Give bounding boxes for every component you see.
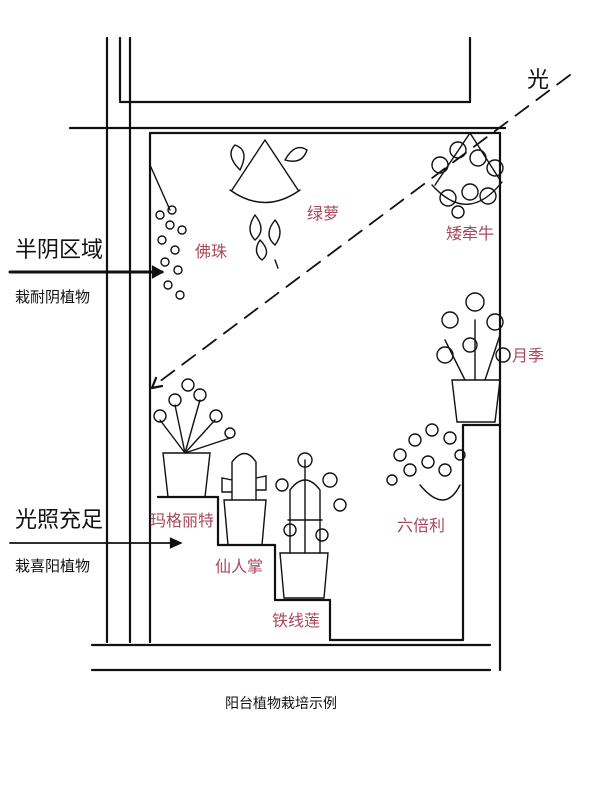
light-label: 光 <box>527 68 550 93</box>
light-ray <box>150 74 571 390</box>
zone-title-full-sun: 光照充足 <box>15 508 104 533</box>
plant-label-petunia: 矮牵牛 <box>446 224 495 243</box>
plant-label-rose: 月季 <box>512 346 545 365</box>
zone-title-partial-shade: 半阴区域 <box>15 238 104 263</box>
zone-arrows <box>8 265 183 549</box>
plant-sketches <box>149 132 511 599</box>
plant-label-clematis: 铁线莲 <box>272 611 321 630</box>
zone-subtitle-partial-shade: 栽耐阴植物 <box>15 288 91 306</box>
string-of-pearls <box>155 205 187 300</box>
plant-label-margaret: 玛格丽特 <box>150 511 215 530</box>
plant-label-pearls: 佛珠 <box>195 242 228 261</box>
plant-label-pothos: 绿萝 <box>307 204 340 223</box>
plant-label-lobelia: 六倍利 <box>397 516 446 535</box>
walls <box>68 36 507 672</box>
zone-subtitle-full-sun: 栽喜阳植物 <box>15 557 91 575</box>
caption: 阳台植物栽培示例 <box>225 696 337 712</box>
plant-label-cactus: 仙人掌 <box>215 557 264 576</box>
